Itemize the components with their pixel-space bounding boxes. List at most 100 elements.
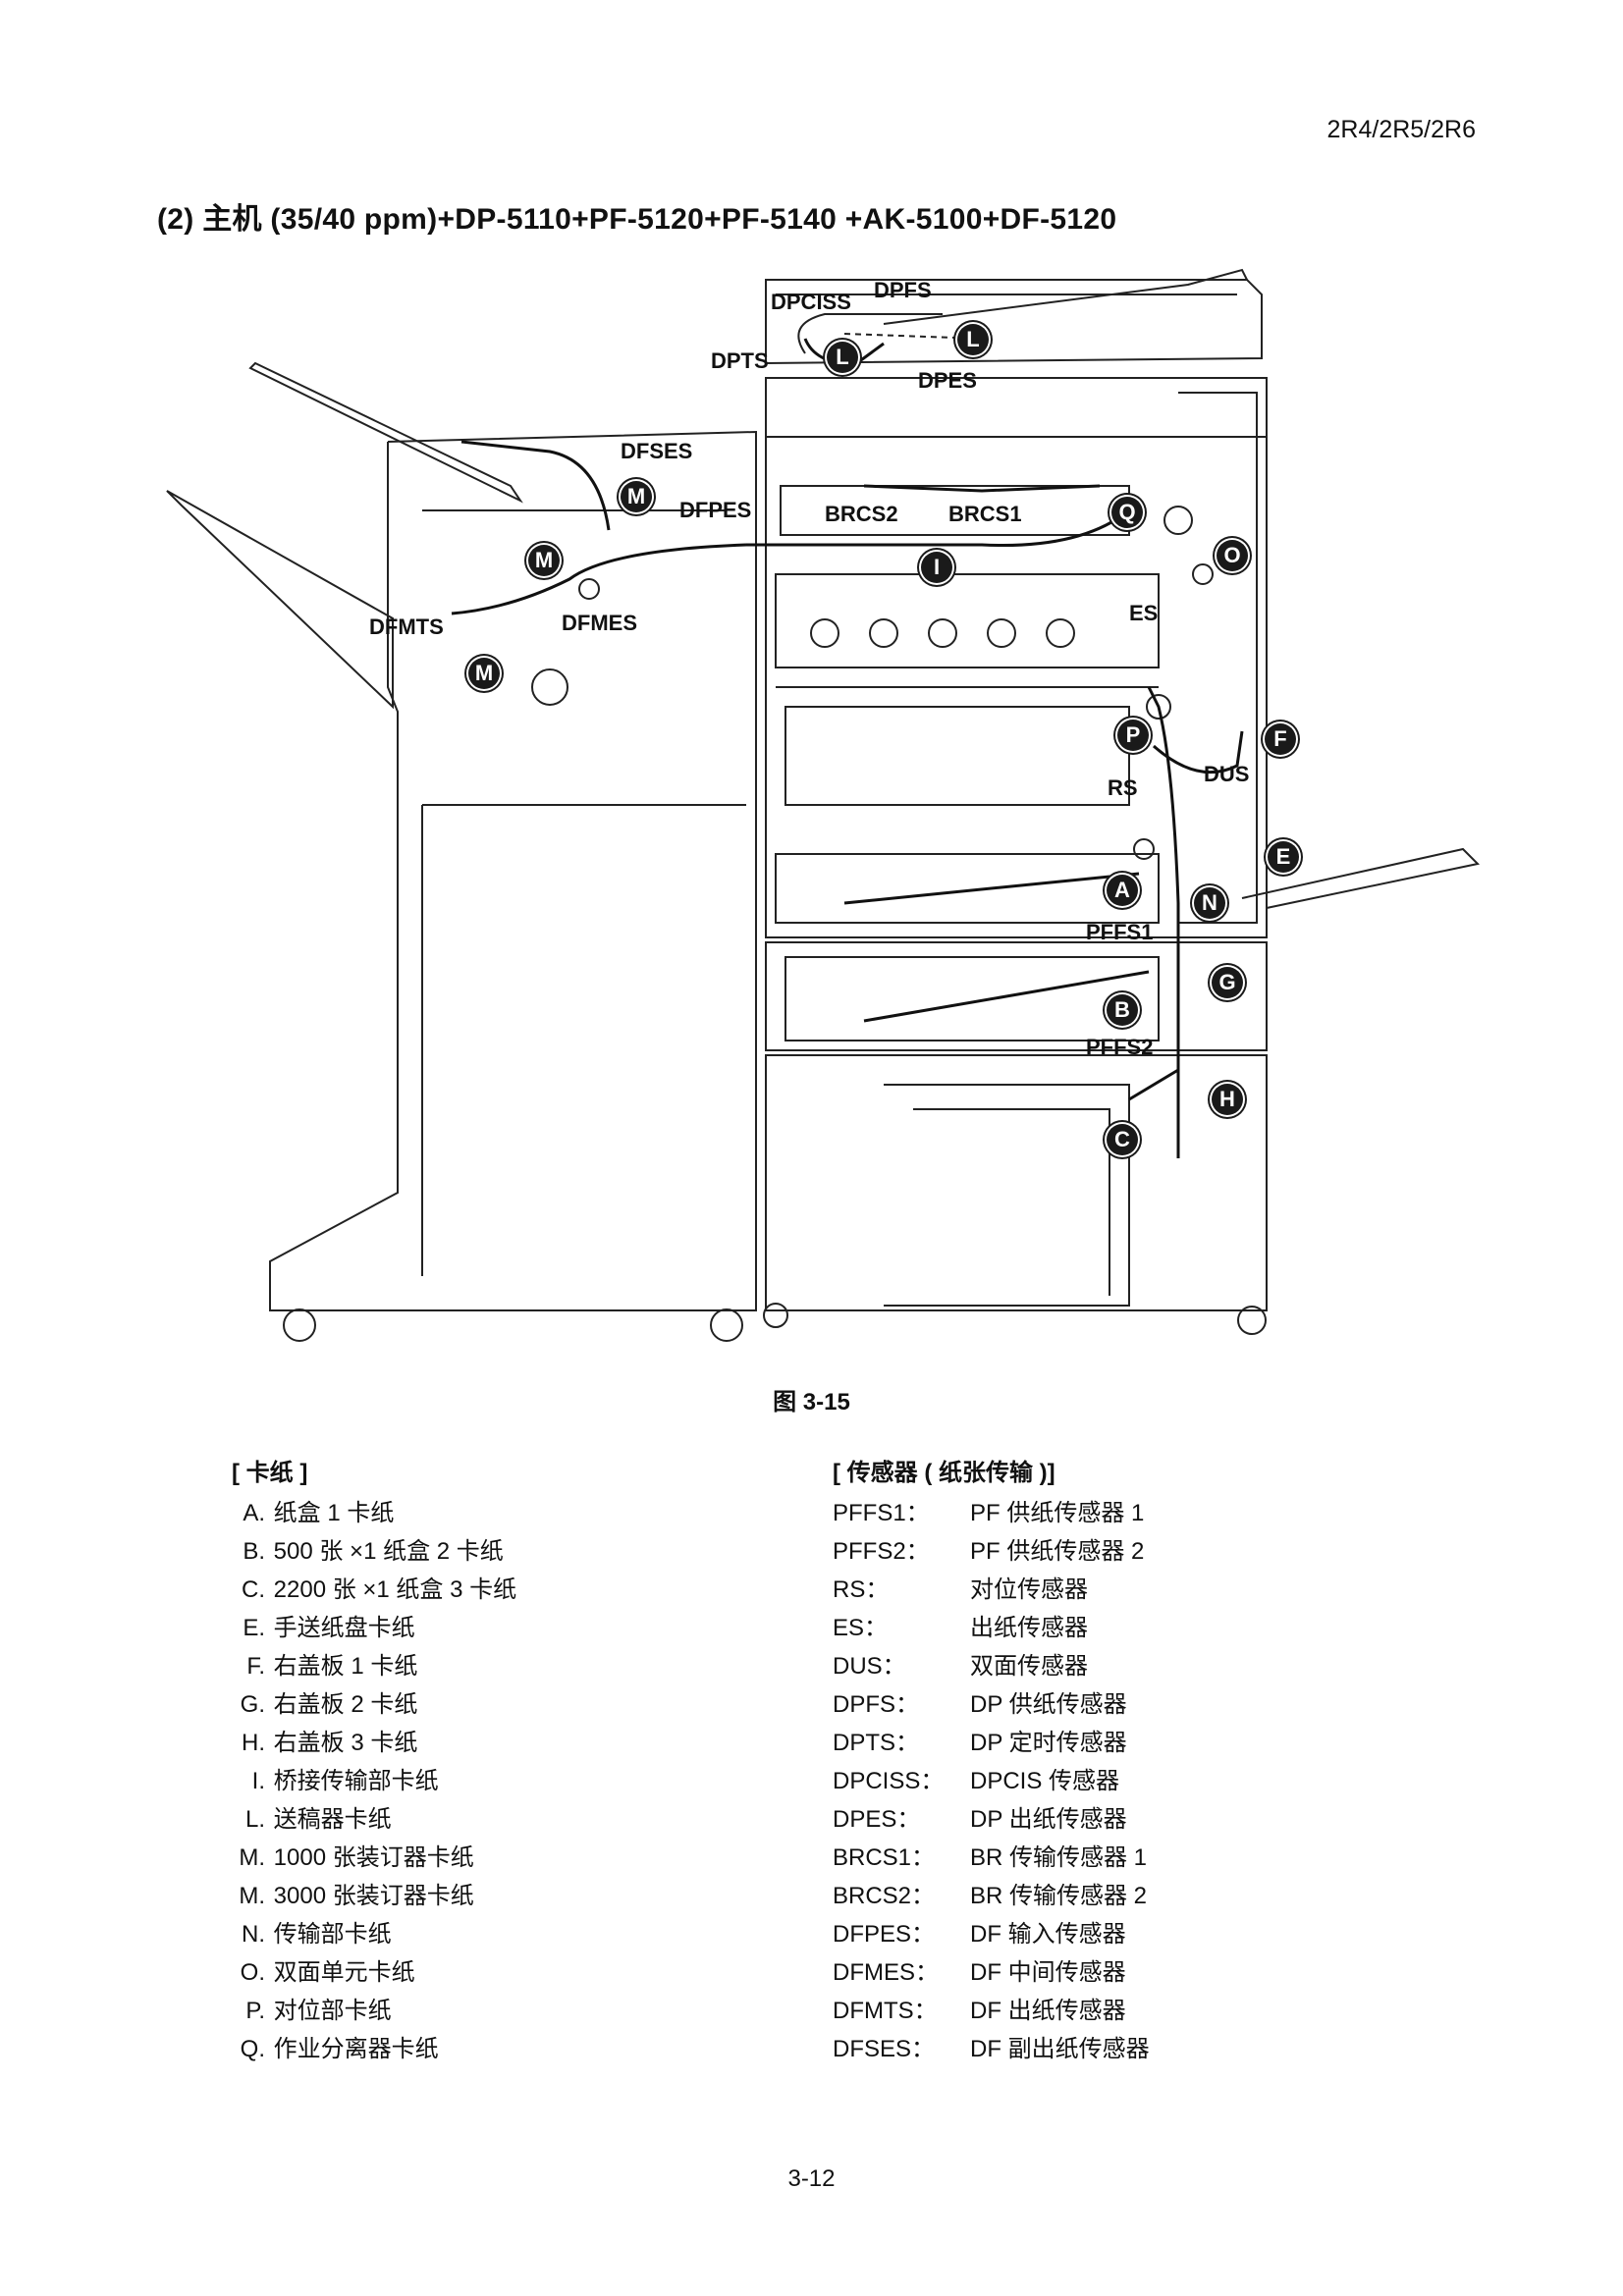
sensor-name: DP 出纸传感器	[970, 1806, 1127, 1833]
jam-list-item: L. 送稿器卡纸	[232, 1800, 742, 1839]
jam-marker-e: E	[1268, 841, 1299, 873]
paper-path-bridge	[746, 508, 1130, 548]
jam-marker-i: I	[921, 552, 952, 583]
jam-description: 500 张 ×1 纸盒 2 卡纸	[273, 1538, 504, 1565]
jam-list-item: C. 2200 张 ×1 纸盒 3 卡纸	[232, 1571, 742, 1609]
sensor-list-item: BRCS2： BR 传输传感器 2	[833, 1877, 1422, 1915]
sensor-name: DF 出纸传感器	[970, 1998, 1126, 2024]
sensor-list-item: DPES： DP 出纸传感器	[833, 1800, 1422, 1839]
jam-description: 手送纸盘卡纸	[273, 1615, 415, 1641]
jam-code: B.	[243, 1538, 265, 1565]
jam-marker-q: Q	[1111, 497, 1143, 528]
sensor-code: DFMTS：	[833, 1998, 938, 2024]
jam-description: 作业分离器卡纸	[273, 2036, 439, 2062]
page-number: 3-12	[787, 2165, 836, 2192]
jam-list-item: O. 双面单元卡纸	[232, 1953, 742, 1992]
jam-list-item: H. 右盖板 3 卡纸	[232, 1724, 742, 1762]
sensor-name: BR 传输传感器 2	[970, 1883, 1148, 1909]
jam-description: 3000 张装订器卡纸	[273, 1883, 474, 1909]
jam-code: P.	[245, 1998, 265, 2024]
sensor-code: BRCS2：	[833, 1883, 936, 1909]
jam-marker-m-1: M	[621, 481, 652, 512]
main-unit-outline	[765, 377, 1268, 938]
jam-marker-g: G	[1212, 967, 1243, 998]
sensor-list-item: PFFS1： PF 供纸传感器 1	[833, 1494, 1422, 1532]
jam-description: 送稿器卡纸	[273, 1806, 392, 1833]
jam-code: I.	[251, 1768, 265, 1794]
label-dus: DUS	[1204, 762, 1250, 786]
sensor-code: BRCS1：	[833, 1844, 936, 1871]
jam-code: N.	[242, 1921, 265, 1948]
jam-code: M.	[239, 1844, 265, 1871]
jam-code: H.	[242, 1730, 265, 1756]
jam-marker-b: B	[1107, 994, 1138, 1026]
machine-line-drawing	[166, 268, 1481, 1342]
sensor-name: PF 供纸传感器 1	[970, 1500, 1145, 1526]
jam-list-item: I. 桥接传输部卡纸	[232, 1762, 742, 1800]
sensor-code: ES：	[833, 1615, 889, 1641]
sensor-list-item: DFMTS： DF 出纸传感器	[833, 1992, 1422, 2030]
label-dfpes: DFPES	[679, 498, 752, 522]
sensor-name: DF 中间传感器	[970, 1959, 1126, 1986]
sensor-name: 双面传感器	[970, 1653, 1088, 1680]
jam-description: 右盖板 1 卡纸	[273, 1653, 418, 1680]
sensor-list-item: DFMES：DF 中间传感器	[833, 1953, 1422, 1992]
sensor-code: PFFS1：	[833, 1500, 930, 1526]
jam-description: 双面单元卡纸	[273, 1959, 415, 1986]
label-dfmes: DFMES	[562, 611, 637, 635]
jam-marker-m-2: M	[528, 545, 560, 576]
section-title: (2) 主机 (35/40 ppm)+DP-5110+PF-5120+PF-51…	[157, 203, 1117, 236]
jam-marker-h: H	[1212, 1084, 1243, 1115]
jam-code: L.	[244, 1806, 265, 1833]
label-dpes: DPES	[918, 368, 977, 393]
jam-description: 右盖板 3 卡纸	[273, 1730, 418, 1756]
jam-code: O.	[240, 1959, 265, 1986]
sensor-list-item: RS：对位传感器	[833, 1571, 1422, 1609]
paper-path-cassette-1	[843, 872, 1140, 905]
sensor-name: PF 供纸传感器 2	[970, 1538, 1145, 1565]
bypass-tray-outline	[1241, 847, 1481, 909]
label-dpciss: DPCISS	[771, 290, 851, 314]
sensor-name: 出纸传感器	[970, 1615, 1088, 1641]
jam-code: F.	[246, 1653, 265, 1680]
paper-feeder-1-outline	[765, 941, 1268, 1051]
sensor-list-heading: [ 传感器 ( 纸张传输 )]	[833, 1460, 1055, 1486]
paper-path-cassette-2	[863, 970, 1150, 1023]
jam-marker-l-1: L	[827, 342, 858, 373]
finisher-trays-outline	[166, 361, 523, 710]
sensor-list-item: DPFS：DP 供纸传感器	[833, 1685, 1422, 1724]
sensor-code: DPES：	[833, 1806, 921, 1833]
jam-code: A.	[243, 1500, 265, 1526]
label-dpts: DPTS	[711, 348, 769, 373]
sensor-code: DPCISS：	[833, 1768, 945, 1794]
jam-list-item: B. 500 张 ×1 纸盒 2 卡纸	[232, 1532, 742, 1571]
jam-code: G.	[240, 1691, 265, 1718]
paper-path-cassette-3	[1128, 1068, 1179, 1101]
paper-path-feed-vertical	[1147, 686, 1180, 1158]
sensor-name: DP 定时传感器	[970, 1730, 1127, 1756]
paper-feeder-2-outline	[765, 1054, 1268, 1311]
jam-description: 桥接传输部卡纸	[273, 1768, 439, 1794]
jam-description: 1000 张装订器卡纸	[273, 1844, 474, 1871]
jam-marker-l-2: L	[957, 324, 989, 355]
label-pffs1: PFFS1	[1086, 920, 1154, 944]
label-brcs1: BRCS1	[948, 502, 1022, 526]
sensor-list-item: DPCISS： DPCIS 传感器	[833, 1762, 1422, 1800]
document-finisher-outline	[269, 430, 757, 1311]
jam-list-item: P. 对位部卡纸	[232, 1992, 742, 2030]
label-dfses: DFSES	[621, 439, 693, 463]
page-header-code: 2R4/2R5/2R6	[1326, 116, 1476, 143]
sensor-list-item: DUS：双面传感器	[833, 1647, 1422, 1685]
sensor-name: 对位传感器	[970, 1576, 1088, 1603]
jam-list-item: E. 手送纸盘卡纸	[232, 1609, 742, 1647]
sensor-name: DPCIS 传感器	[970, 1768, 1120, 1794]
paper-path-duplex	[1153, 730, 1244, 774]
machine-diagram: DPCISS DPFS DPTS DPES DFSES DFPES BRCS2 …	[166, 268, 1481, 1342]
casters	[283, 1303, 1267, 1342]
jam-description: 对位部卡纸	[273, 1998, 392, 2024]
jam-marker-m-3: M	[468, 658, 500, 689]
label-dfmts: DFMTS	[369, 614, 444, 639]
jam-marker-p: P	[1117, 720, 1149, 751]
sensor-list-item: DFPES：DF 输入传感器	[833, 1915, 1422, 1953]
